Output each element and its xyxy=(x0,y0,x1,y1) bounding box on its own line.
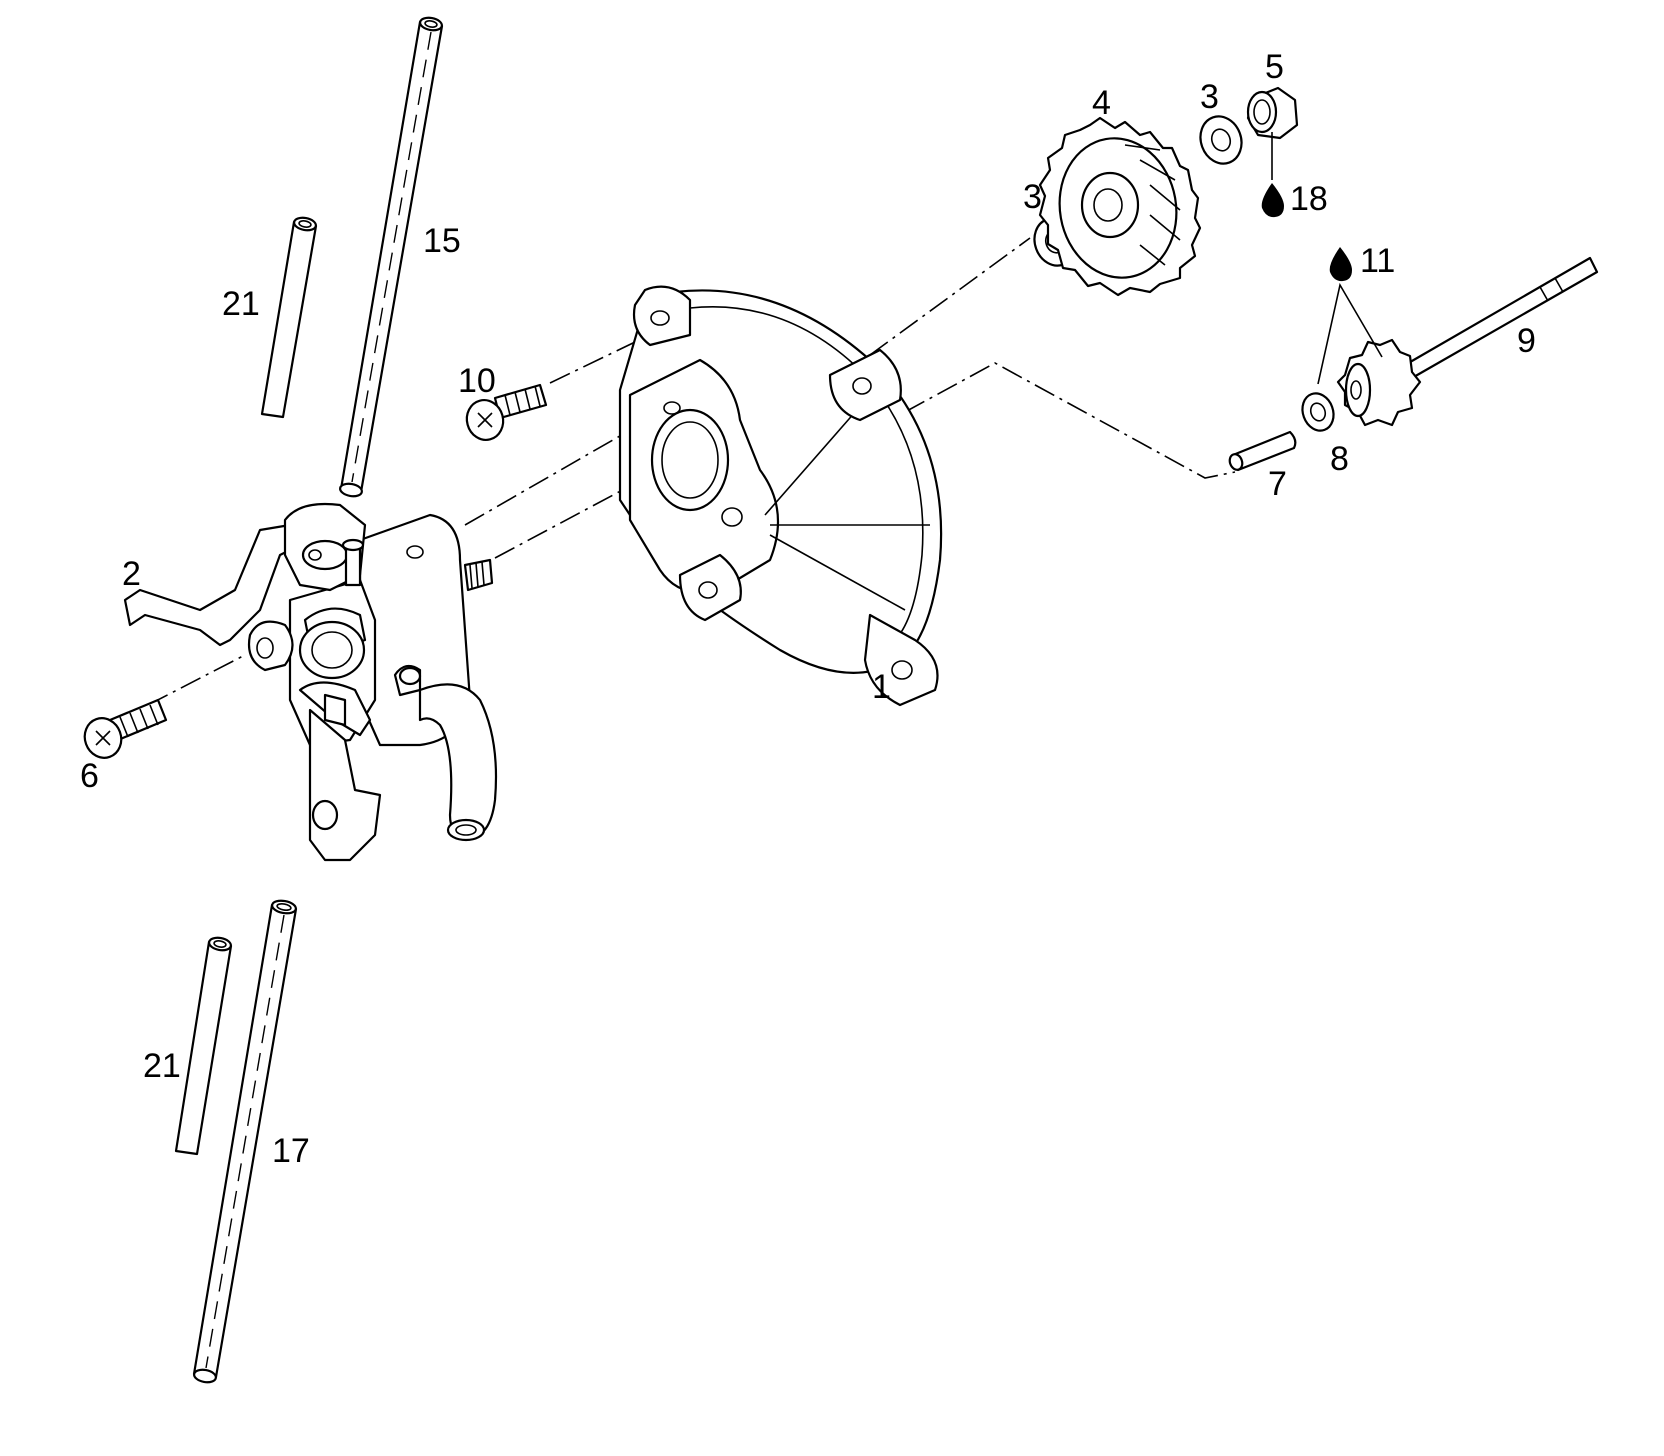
part-9-shaft[interactable] xyxy=(1336,256,1599,427)
part-4-gear[interactable] xyxy=(1038,116,1202,297)
callout-1: 1 xyxy=(872,668,891,706)
callout-8: 8 xyxy=(1330,440,1349,478)
part-7-pin[interactable] xyxy=(1228,430,1297,472)
callout-3-right: 3 xyxy=(1200,78,1219,116)
part-10-screw[interactable] xyxy=(462,383,548,444)
callout-15: 15 xyxy=(423,222,461,260)
part-21-short-tube-upper[interactable] xyxy=(260,216,318,419)
part-15-long-tube[interactable] xyxy=(339,16,444,498)
part-2-pump-assembly[interactable] xyxy=(123,502,498,862)
callout-4: 4 xyxy=(1092,84,1111,122)
callout-3-left: 3 xyxy=(1023,178,1042,216)
part-1-cover-plate[interactable] xyxy=(618,285,943,707)
oil-drop-icon xyxy=(1261,183,1284,218)
callout-21-lower: 21 xyxy=(143,1047,181,1085)
part-21-short-tube-lower[interactable] xyxy=(174,936,233,1156)
part-6-screw[interactable] xyxy=(79,698,168,763)
callout-5: 5 xyxy=(1265,48,1284,86)
leader-11 xyxy=(1317,282,1383,385)
part-5-nut[interactable] xyxy=(1246,86,1299,180)
callout-7: 7 xyxy=(1268,465,1287,503)
callout-11: 11 xyxy=(1360,242,1395,280)
oil-drop-icon xyxy=(1329,247,1352,282)
part-17-long-tube[interactable] xyxy=(192,899,298,1384)
callout-6: 6 xyxy=(80,757,99,795)
callout-10: 10 xyxy=(458,362,496,400)
callout-9: 9 xyxy=(1517,322,1536,360)
part-8-washer[interactable] xyxy=(1297,389,1338,435)
callout-17: 17 xyxy=(272,1132,310,1170)
callout-21-upper: 21 xyxy=(222,285,260,323)
part-3-washer-right[interactable] xyxy=(1194,111,1248,170)
callout-18: 18 xyxy=(1290,180,1328,218)
callout-2: 2 xyxy=(122,555,141,593)
